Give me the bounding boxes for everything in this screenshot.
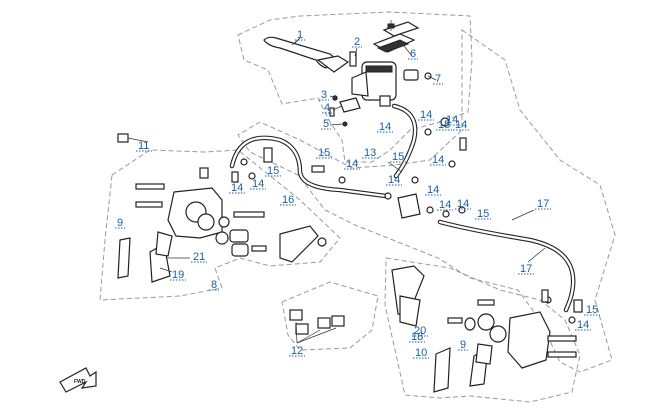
callout-15-d: 15 (267, 165, 279, 177)
callout-17-left: 16 (282, 194, 294, 206)
callout-1: 1 (297, 29, 303, 41)
left-caliper (117, 167, 327, 283)
brake-lever (263, 36, 350, 73)
callout-3: 3 (321, 89, 327, 101)
callout-14-f: 14 (427, 184, 439, 196)
hose-routing-outline (237, 29, 616, 373)
callout-15-e: 15 (477, 208, 489, 220)
forward-arrow-icon: FWD (59, 367, 97, 393)
callout-18: 17 (537, 198, 549, 210)
mounting-bolts (289, 309, 345, 335)
callout-14-b: 14 (379, 121, 391, 133)
callout-14-h: 14 (457, 198, 469, 210)
master-cylinder (351, 20, 432, 107)
bolts-outline (281, 281, 379, 351)
callout-9-left: 9 (117, 217, 123, 229)
callout-4: 4 (324, 102, 330, 114)
callout-2: 2 (354, 36, 360, 48)
callout-17-right: 17 (520, 263, 532, 275)
callout-leaders (127, 37, 546, 344)
callout-19: 18 (411, 331, 423, 343)
callout-20: 19 (172, 269, 184, 281)
callout-14-i: 14 (231, 182, 243, 194)
fittings (117, 117, 583, 324)
callout-14-j: 14 (252, 178, 264, 190)
callout-15-f: 15 (586, 304, 598, 316)
brake-hoses (229, 103, 576, 313)
callout-16: 15 (392, 151, 404, 163)
switch-and-screws (329, 51, 361, 127)
callout-9-right: 9 (460, 339, 466, 351)
callout-14-k: 14 (577, 319, 589, 331)
callout-13: 13 (364, 147, 376, 159)
callout-14-e: 14 (388, 174, 400, 186)
callout-21: 20 (414, 325, 426, 337)
master-cylinder-outline (237, 11, 473, 163)
callout-14-d: 14 (432, 154, 444, 166)
callout-14-a: 14 (420, 109, 432, 121)
callout-22: 21 (193, 251, 205, 263)
front-right-caliper-outline (384, 257, 581, 403)
callout-11: 11 (138, 140, 149, 152)
callout-labels: 1 2 3 4 5 6 7 8 9 9 10 11 12 13 14 14 14… (115, 29, 600, 359)
group-outlines (99, 11, 616, 403)
callout-5: 5 (323, 118, 329, 130)
callout-15-c: 15 (318, 147, 330, 159)
right-caliper (391, 265, 577, 393)
callout-8: 8 (211, 279, 217, 291)
callout-15-a: 14 (455, 119, 467, 131)
fwd-label: FWD (74, 379, 86, 385)
callout-14-g: 14 (439, 199, 451, 211)
callout-14-c: 14 (346, 158, 358, 170)
callout-12: 12 (291, 345, 303, 357)
callout-7: 7 (435, 73, 441, 85)
callout-10: 10 (415, 347, 427, 359)
callout-6: 6 (410, 48, 416, 60)
callout-14-l: 14 (446, 114, 458, 126)
callout-15-b: 15 (438, 119, 450, 131)
